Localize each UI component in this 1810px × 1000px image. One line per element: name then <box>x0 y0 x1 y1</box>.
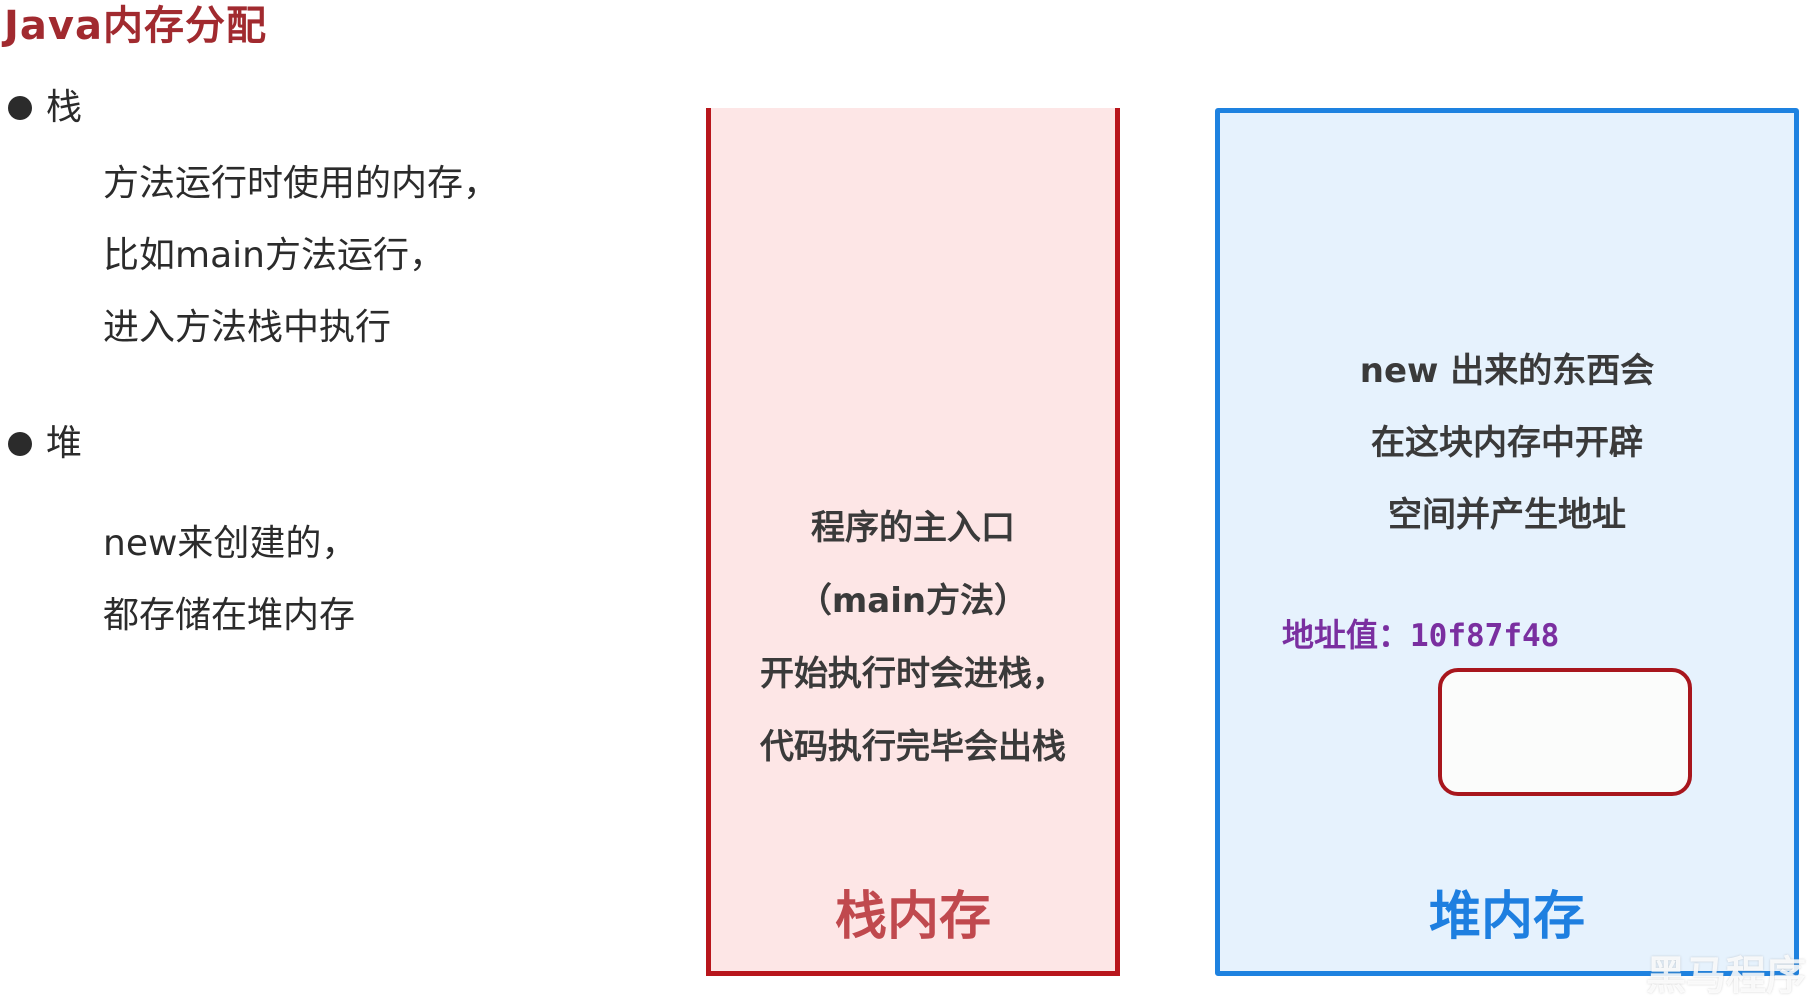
stack-memory-label: 栈内存 <box>834 887 991 947</box>
bullet-dot-icon <box>8 432 32 456</box>
bullet-stack: 栈 <box>8 86 82 130</box>
stack-memory-text-line: 代码执行完毕会出栈 <box>760 727 1066 767</box>
heap-description: new来创建的， 都存储在堆内存 <box>103 508 357 652</box>
address-readout: 地址值：10f87f48 <box>1282 613 1559 658</box>
heap-memory-text: new 出来的东西会 在这块内存中开辟 空间并产生地址 <box>1220 335 1794 551</box>
heap-memory-text-line: new 出来的东西会 <box>1359 351 1655 391</box>
stack-memory-box: 程序的主入口 （main方法） 开始执行时会进栈， 代码执行完毕会出栈 栈内存 <box>706 108 1120 976</box>
bullet-heap: 堆 <box>8 422 82 466</box>
heap-description-line: 都存储在堆内存 <box>103 595 356 636</box>
stack-description-line: 进入方法栈中执行 <box>103 307 392 348</box>
bullet-dot-icon <box>8 96 32 120</box>
stack-description-line: 方法运行时使用的内存， <box>103 163 500 204</box>
stack-memory-text-line: 开始执行时会进栈， <box>760 654 1066 694</box>
stack-memory-text-line: 程序的主入口 <box>811 508 1015 548</box>
heap-memory-text-line: 空间并产生地址 <box>1388 495 1626 535</box>
stack-description-line: 比如main方法运行， <box>103 235 445 276</box>
heap-object-box <box>1438 668 1692 796</box>
heap-memory-box: new 出来的东西会 在这块内存中开辟 空间并产生地址 地址值：10f87f48… <box>1215 108 1799 976</box>
heap-description-line: new来创建的， <box>103 523 358 564</box>
heap-memory-label: 堆内存 <box>1428 887 1585 947</box>
bullet-stack-label: 栈 <box>46 87 83 128</box>
page-title: Java内存分配 <box>4 3 267 49</box>
stack-memory-text: 程序的主入口 （main方法） 开始执行时会进栈， 代码执行完毕会出栈 <box>711 492 1115 784</box>
heap-memory-text-line: 在这块内存中开辟 <box>1371 423 1643 463</box>
address-label: 地址值： <box>1282 616 1411 654</box>
bullet-heap-label: 堆 <box>46 423 83 464</box>
stack-memory-text-line: （main方法） <box>797 581 1029 621</box>
stack-description: 方法运行时使用的内存， 比如main方法运行， 进入方法栈中执行 <box>103 148 499 364</box>
address-value: 10f87f48 <box>1410 618 1560 654</box>
watermark-logo: 黑马程序 <box>1646 953 1806 999</box>
